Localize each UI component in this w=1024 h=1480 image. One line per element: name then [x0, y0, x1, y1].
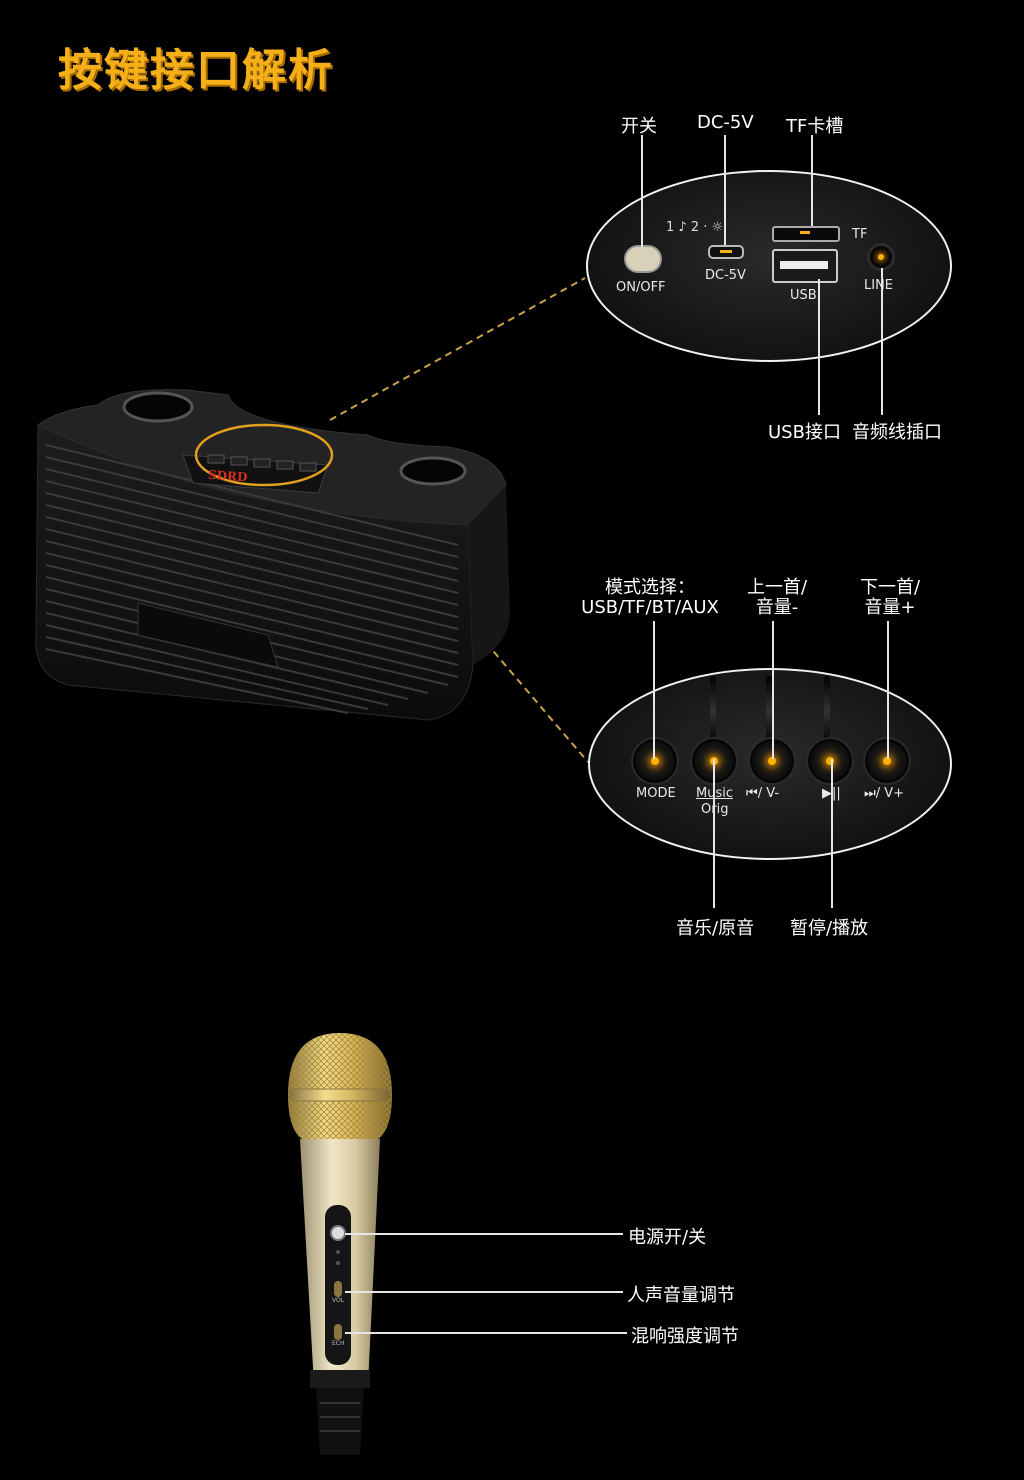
- label-music: 音乐/原音: [676, 918, 755, 939]
- dc-print: DC-5V: [705, 268, 746, 283]
- prev-print: ⏮/ V-: [746, 786, 780, 801]
- leader-switch: [641, 135, 643, 247]
- tf-slot: [772, 226, 840, 242]
- leader-dc: [724, 135, 726, 245]
- connector-top: [329, 277, 586, 421]
- groove-1: [710, 676, 716, 746]
- label-prev: 上一首/ 音量-: [732, 578, 822, 618]
- label-usb-port: USB接口: [768, 422, 841, 443]
- label-prev-line1: 上一首/: [746, 577, 808, 598]
- indicator-print: 1 ♪ 2 · ☼: [666, 220, 724, 235]
- label-next-line1: 下一首/: [859, 577, 921, 598]
- leader-mic-vol: [345, 1291, 623, 1293]
- leader-mode: [653, 621, 655, 759]
- label-mic-vol: 人声音量调节: [627, 1285, 735, 1306]
- speaker-device: SDRD: [28, 385, 518, 730]
- mode-button: [633, 739, 677, 783]
- groove-2: [766, 676, 772, 746]
- speaker-illustration: [35, 389, 510, 721]
- play-pause-button: [808, 739, 852, 783]
- speaker-brand-logo: SDRD: [207, 467, 248, 485]
- next-print: ⏭/ V+: [864, 786, 904, 801]
- line-jack: [870, 246, 892, 268]
- leader-next: [887, 621, 889, 759]
- label-mode-line2: USB/TF/BT/AUX: [581, 597, 719, 618]
- leader-prev: [772, 621, 774, 759]
- vol-print: VOL: [332, 1297, 345, 1304]
- label-mode-line1: 模式选择：: [605, 577, 695, 598]
- page-title: 按键接口解析: [58, 45, 334, 96]
- label-mic-echo: 混响强度调节: [631, 1326, 739, 1347]
- label-audio-in: 音频线插口: [852, 422, 942, 443]
- label-tf-slot: TF卡槽: [786, 116, 844, 137]
- line-print: LINE: [864, 278, 894, 293]
- leader-mic-echo: [345, 1332, 627, 1334]
- leader-usb: [818, 279, 820, 415]
- leader-tf: [811, 135, 813, 226]
- mode-print: MODE: [636, 786, 676, 801]
- usb-print: USB: [790, 288, 817, 303]
- dc-port: [708, 245, 744, 259]
- label-mic-power: 电源开/关: [628, 1227, 707, 1248]
- on-off-print: ON/OFF: [616, 280, 666, 295]
- leader-play: [831, 759, 833, 908]
- label-dc: DC-5V: [697, 112, 754, 133]
- power-switch: [626, 247, 660, 271]
- label-next-line2: 音量+: [864, 597, 916, 618]
- usb-port: [772, 249, 838, 283]
- leader-mic-power: [345, 1233, 623, 1235]
- ech-print: ECH: [332, 1340, 345, 1347]
- label-play: 暂停/播放: [790, 918, 869, 939]
- music-print: Music: [696, 786, 733, 801]
- groove-3: [824, 676, 830, 746]
- leader-line: [881, 268, 883, 415]
- label-prev-line2: 音量-: [755, 597, 799, 618]
- orig-print: Orig: [701, 802, 729, 817]
- label-switch: 开关: [621, 116, 657, 137]
- microphone-illustration: [288, 1033, 392, 1455]
- label-mode: 模式选择： USB/TF/BT/AUX: [560, 578, 740, 618]
- label-next: 下一首/ 音量+: [845, 578, 935, 618]
- leader-music: [713, 759, 715, 908]
- tf-print: TF: [852, 227, 868, 242]
